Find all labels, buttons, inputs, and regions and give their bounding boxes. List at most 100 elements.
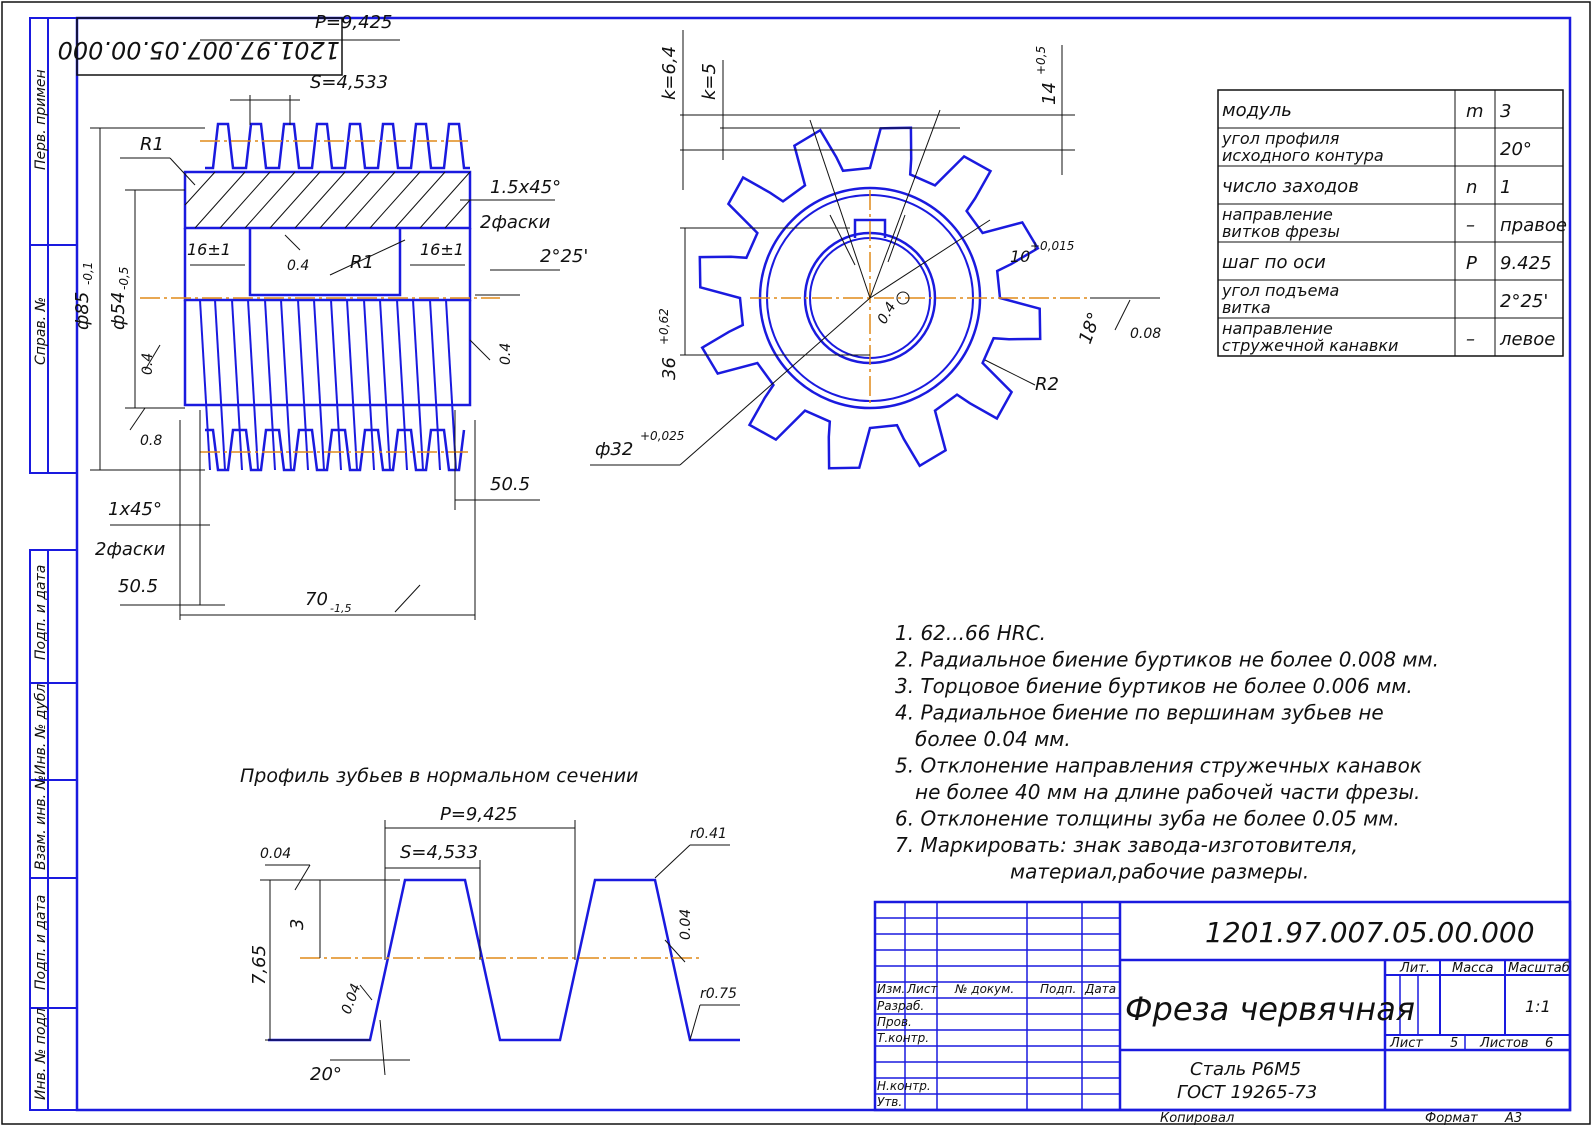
note-line: не более 40 мм на длине рабочей части фр… (915, 780, 1420, 804)
technical-notes: 1. 62...66 HRC. 2. Радиальное биение бурт… (895, 621, 1439, 884)
note-line: 6. Отклонение толщины зуба не более 0.05… (895, 807, 1400, 831)
param-symbol: P (1466, 253, 1477, 274)
tb-name: Фреза червячная (1125, 990, 1415, 1028)
front-radius: R2 (1035, 374, 1059, 395)
param-name: витка (1222, 298, 1271, 317)
param-name: число заходов (1222, 176, 1359, 197)
side-radius-top: R1 (140, 134, 164, 155)
tb-role-utv: Утв. (877, 1095, 902, 1109)
profile-addendum: 3 (287, 919, 308, 930)
tb-format-label: Формат (1425, 1111, 1478, 1126)
param-value: 9.425 (1500, 253, 1552, 274)
tb-role-nkontr: Н.контр. (877, 1079, 931, 1093)
note-line: 1. 62...66 HRC. (895, 621, 1046, 645)
side-label-6: Инв. № подл (33, 1008, 49, 1100)
tb-mass-label: Масса (1452, 961, 1493, 976)
tb-col-date: Дата (1084, 982, 1116, 996)
side-chamfer-bottom-count: 2фаски (95, 539, 166, 560)
param-name: угол подъема (1221, 281, 1339, 300)
front-bore: ф32 (595, 439, 633, 460)
tb-role-razrab: Разраб. (877, 999, 924, 1013)
tb-sheet-num: 5 (1450, 1036, 1458, 1051)
side-od-tol: -0,1 (81, 262, 95, 285)
front-keyway-tol: +0,015 (1030, 239, 1074, 253)
side-label-0: Перв. примен (33, 69, 49, 170)
profile-angle: 20° (310, 1064, 342, 1085)
param-value: 20° (1500, 139, 1532, 160)
front-depth: 14 (1039, 82, 1060, 105)
tb-scale: 1:1 (1525, 997, 1551, 1016)
side-collar-right: 16±1 (420, 240, 464, 259)
param-name: исходного контура (1222, 146, 1384, 165)
side-label-2: Подп. и дата (33, 565, 49, 660)
profile-root-radius: r0.75 (700, 986, 737, 1002)
param-symbol: – (1466, 215, 1475, 236)
param-symbol: n (1466, 177, 1477, 198)
front-bore-tol: +0,025 (640, 429, 684, 443)
side-od-nom: ф85 (72, 292, 93, 330)
side-chamfer: 1.5x45° (490, 177, 561, 198)
tb-role-prov: Пров. (877, 1015, 912, 1029)
side-lead-angle: 2°25' (540, 246, 588, 267)
profile-rough-right: 0.04 (678, 909, 694, 940)
param-name: витков фрезы (1222, 222, 1340, 241)
title-block: Изм. Лист № докум. Подп. Дата Разраб. Пр… (873, 900, 1572, 1126)
side-overall-nom: 70 (305, 589, 328, 610)
note-line: 5. Отклонение направления стружечных кан… (895, 754, 1422, 778)
tb-material: Сталь Р6М5 (1190, 1059, 1301, 1080)
front-depth-tol: +0,5 (1034, 46, 1048, 75)
front-angle: 18° (1075, 310, 1106, 347)
param-name: направление (1222, 319, 1333, 338)
front-roughness-bore: 0.4 (875, 300, 900, 327)
param-name: направление (1222, 205, 1333, 224)
param-name: угол профиля (1221, 129, 1340, 148)
param-value: правое (1500, 215, 1567, 236)
side-label-4: Взам. инв. № (33, 775, 49, 870)
side-roughness-bore: 0.4 (287, 258, 309, 274)
side-chamfer-bottom: 1x45° (108, 499, 162, 520)
front-key-depth-tol: +0,62 (657, 308, 671, 345)
note-line: более 0.04 мм. (915, 727, 1071, 751)
tb-doc-code: 1201.97.007.05.00.000 (1205, 916, 1535, 949)
side-chamfer-count: 2фаски (480, 212, 551, 233)
top-stamp: 1201.97.007.05.00.000 (58, 17, 343, 76)
side-thickness: S=4,533 (310, 72, 388, 93)
param-name: шаг по оси (1222, 252, 1326, 273)
tb-standard: ГОСТ 19265-73 (1177, 1082, 1317, 1103)
front-rough: 0.08 (1130, 326, 1161, 342)
tb-col-list: Лист (906, 982, 938, 996)
note-line: 2. Радиальное биение буртиков не более 0… (895, 648, 1439, 672)
param-value: левое (1499, 329, 1555, 350)
note-line: 3. Торцовое биение буртиков не более 0.0… (895, 674, 1413, 698)
tb-lit-label: Лит. (1399, 961, 1430, 976)
note-line: материал,рабочие размеры. (1010, 860, 1309, 884)
param-value: 1 (1500, 177, 1511, 198)
param-name: стружечной канавки (1222, 336, 1398, 355)
profile-rough-flank: 0.04 (339, 982, 365, 1017)
tb-role-tkontr: Т.контр. (877, 1031, 929, 1045)
tb-col-izm: Изм. (877, 982, 905, 996)
side-collar-left: 16±1 (187, 240, 231, 259)
side-d54-nom: ф54 (108, 292, 129, 330)
tb-sheets-label: Листов (1479, 1036, 1529, 1051)
tb-sheet-label: Лист (1389, 1036, 1423, 1051)
param-name: модуль (1222, 100, 1292, 121)
side-label-1: Справ. № (33, 297, 49, 365)
param-value: 2°25' (1500, 291, 1548, 312)
side-view: P=9,425 S=4,533 R1 1.5x45° 2фаски 16±1 0… (72, 12, 588, 620)
param-symbol: – (1466, 329, 1475, 350)
note-line: 7. Маркировать: знак завода-изготовителя… (895, 833, 1358, 857)
tb-format: A3 (1504, 1111, 1522, 1126)
top-stamp-code: 1201.97.007.05.00.000 (58, 36, 340, 64)
side-overall-tol: -1,5 (330, 602, 351, 615)
profile-rough-top: 0.04 (260, 846, 291, 862)
tb-col-podp: Подп. (1040, 982, 1076, 996)
param-symbol: m (1466, 101, 1484, 122)
param-value: 3 (1500, 101, 1511, 122)
front-k1: k=6,4 (659, 46, 680, 100)
gear-outline (698, 126, 1042, 470)
front-keyway: 10 (1010, 247, 1030, 266)
